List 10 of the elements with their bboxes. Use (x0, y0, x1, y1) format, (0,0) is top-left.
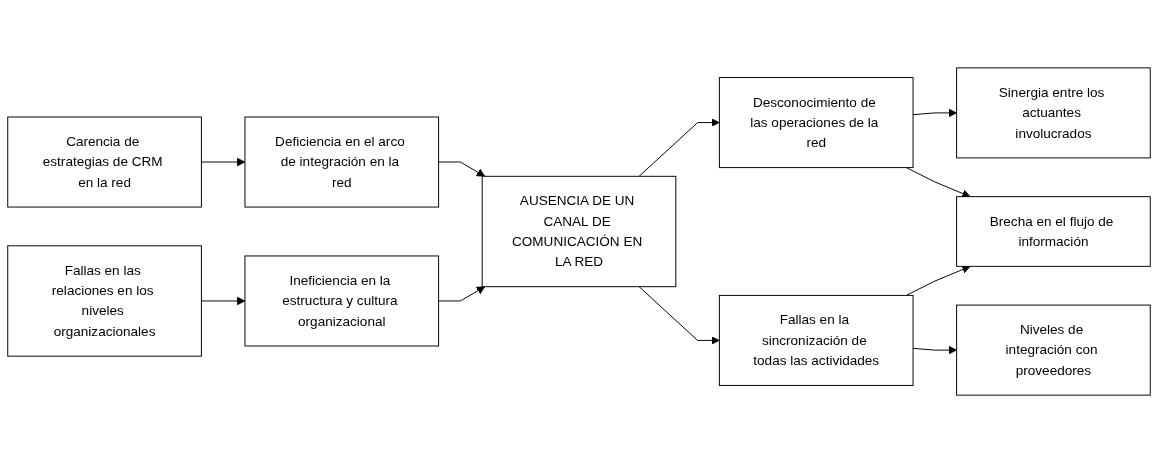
node-box: Carencia de estrategias de CRM en la red (7, 116, 202, 208)
node-box: AUSENCIA DE UN CANAL DE COMUNICACIÓN EN LA RED (481, 175, 677, 287)
node-box: Ineficiencia en la estructura y cultura organizacional (244, 254, 440, 346)
node-box: Fallas en las relaciones en los niveles organizacionales (7, 244, 202, 357)
node-box: Brecha en el flujo de información (956, 195, 1151, 267)
node-box: Fallas en la sincronización de todas las actividades (718, 294, 914, 386)
node-box: Desconocimiento de las operaciones de la red (718, 76, 914, 168)
node-box: Deficiencia en el arco de integración en la red (244, 116, 440, 208)
node-box: Niveles de integración con proveedores (956, 304, 1151, 396)
node-box: Sinergia entre los actuantes involucrados (956, 66, 1151, 158)
